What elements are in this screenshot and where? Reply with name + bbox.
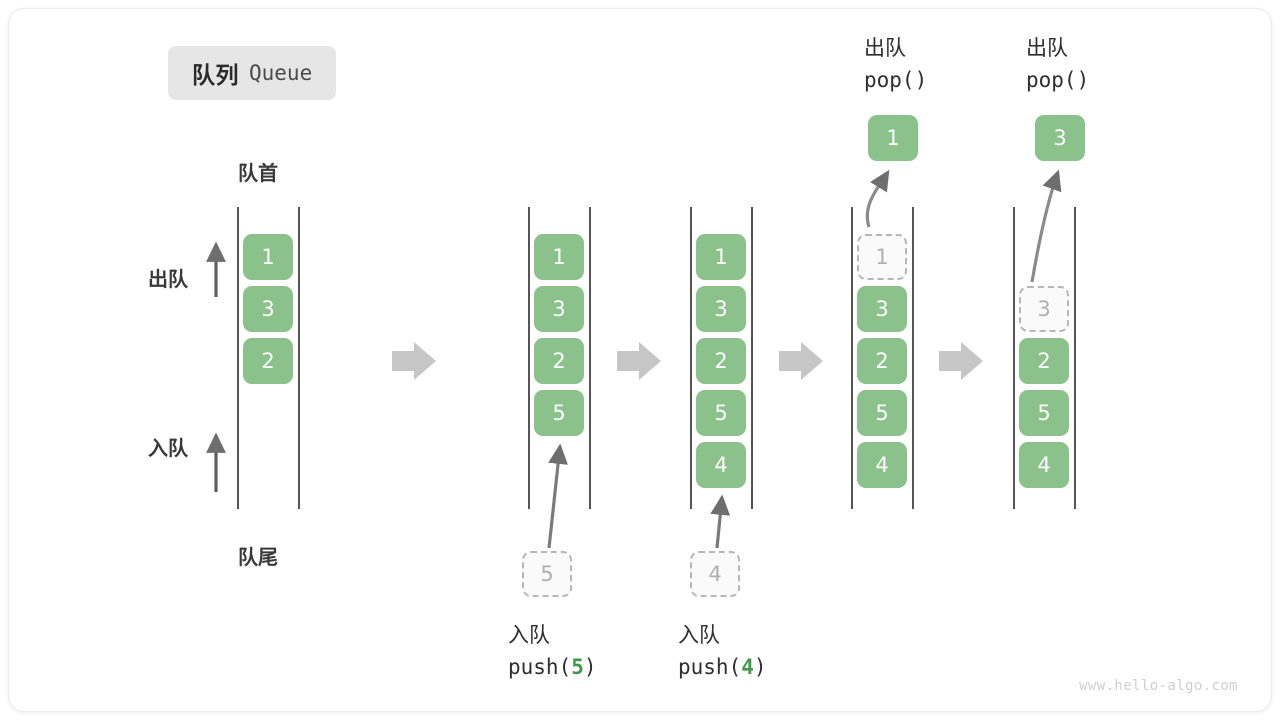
- cell-col4-2: 2: [857, 338, 907, 384]
- push-5-code-prefix: push(: [508, 654, 572, 679]
- cell-col4-3: 5: [857, 390, 907, 436]
- push-4-caption-code: push(4): [678, 652, 767, 684]
- cell-col2-1: 3: [534, 286, 584, 332]
- cell-col1-1: 3: [243, 286, 293, 332]
- push-4-code-prefix: push(: [678, 654, 742, 679]
- cell-col3-3: 5: [696, 390, 746, 436]
- push-5-code-suffix: ): [583, 654, 597, 679]
- pop-1-caption-code: pop(): [864, 67, 928, 92]
- rail-right-col4: [912, 207, 914, 509]
- push-4-caption: 入队 push(4): [678, 620, 767, 683]
- cell-col5-4: 4: [1019, 442, 1069, 488]
- pop-3-caption-cn: 出队: [1026, 36, 1068, 60]
- push-4-ghost-box: 4: [690, 551, 740, 597]
- cell-col5-2: 2: [1019, 338, 1069, 384]
- cell-col5-1-ghost: 3: [1019, 286, 1069, 332]
- enqueue-direction-label: 入队: [148, 438, 188, 460]
- push-4-caption-cn: 入队: [678, 623, 720, 647]
- cell-col3-2: 2: [696, 338, 746, 384]
- title-chinese: 队列: [192, 62, 239, 88]
- title-badge: 队列 Queue: [168, 46, 337, 100]
- pop-3-caption-code: pop(): [1026, 67, 1090, 92]
- rail-left-col3: [690, 207, 692, 509]
- cell-col1-2: 2: [243, 338, 293, 384]
- cell-col3-1: 3: [696, 286, 746, 332]
- rail-left-col1: [237, 207, 239, 509]
- rail-right-col5: [1074, 207, 1076, 509]
- cell-col2-3: 5: [534, 390, 584, 436]
- push-5-caption-code: push(5): [508, 652, 597, 684]
- cell-col2-2: 2: [534, 338, 584, 384]
- push-5-ghost-box: 5: [522, 551, 572, 597]
- pop-3-result-box: 3: [1035, 115, 1085, 161]
- cell-col5-3: 5: [1019, 390, 1069, 436]
- cell-col4-0-ghost: 1: [857, 234, 907, 280]
- pop-1-caption: 出队 pop(): [864, 33, 927, 96]
- cell-col1-0: 1: [243, 234, 293, 280]
- rail-right-col3: [751, 207, 753, 509]
- pop-1-caption-cn: 出队: [864, 36, 906, 60]
- cell-col3-4: 4: [696, 442, 746, 488]
- cell-col2-0: 1: [534, 234, 584, 280]
- rail-left-col5: [1013, 207, 1015, 509]
- dequeue-direction-label: 出队: [148, 269, 188, 291]
- cell-col4-4: 4: [857, 442, 907, 488]
- push-5-code-value: 5: [571, 654, 584, 679]
- rail-left-col2: [528, 207, 530, 509]
- diagram-card: [8, 8, 1272, 712]
- pop-1-result-box: 1: [868, 115, 918, 161]
- push-5-caption: 入队 push(5): [508, 620, 597, 683]
- cell-col4-1: 3: [857, 286, 907, 332]
- queue-head-label: 队首: [238, 163, 278, 185]
- rail-right-col1: [298, 207, 300, 509]
- push-4-code-value: 4: [741, 654, 754, 679]
- rail-right-col2: [589, 207, 591, 509]
- push-4-code-suffix: ): [753, 654, 767, 679]
- cell-col3-0: 1: [696, 234, 746, 280]
- queue-tail-label: 队尾: [238, 547, 278, 569]
- rail-left-col4: [851, 207, 853, 509]
- title-english: Queue: [249, 61, 313, 85]
- watermark: www.hello-algo.com: [1079, 678, 1238, 694]
- push-5-caption-cn: 入队: [508, 623, 550, 647]
- pop-3-caption: 出队 pop(): [1026, 33, 1089, 96]
